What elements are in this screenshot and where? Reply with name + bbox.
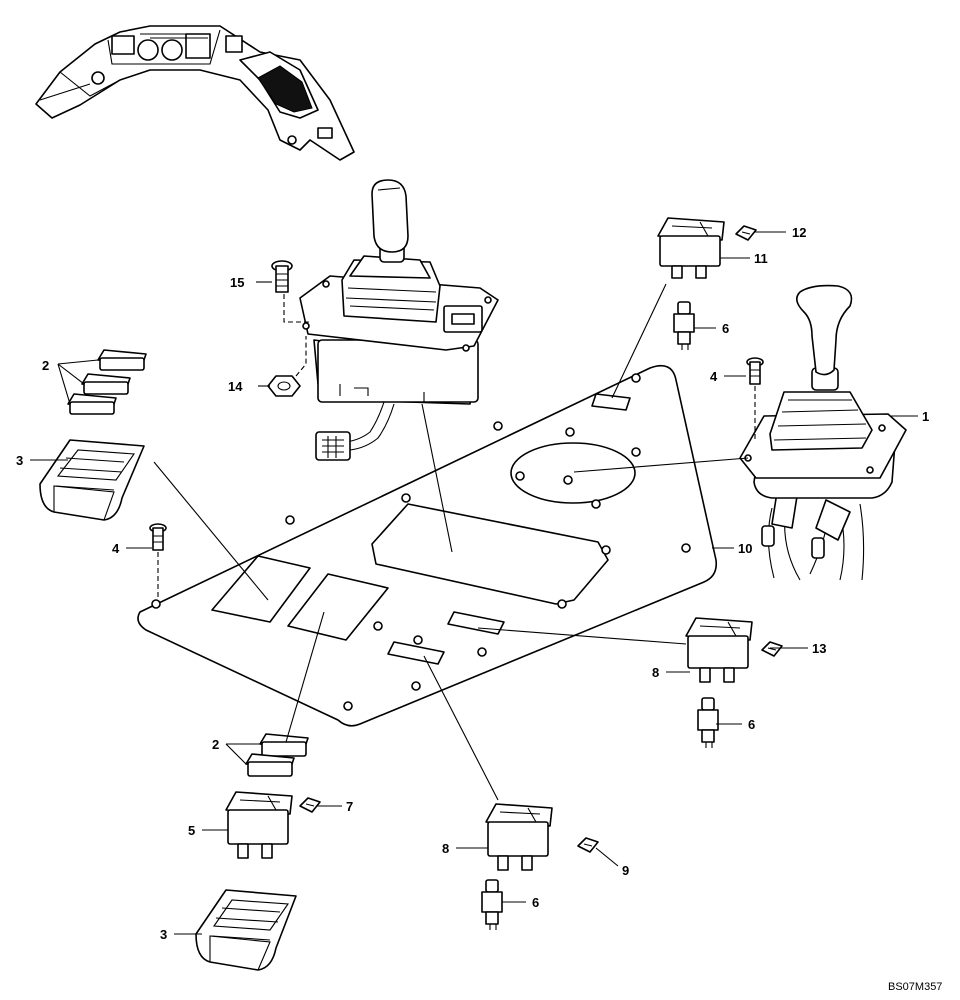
plate-holes bbox=[151, 373, 691, 711]
screw-4-right bbox=[746, 357, 764, 385]
terminal-6-bottom bbox=[481, 879, 503, 930]
callout-12: 12 bbox=[792, 225, 806, 240]
switch-lenses-2-upper bbox=[67, 349, 147, 415]
cab-dashboard-locator bbox=[35, 25, 355, 161]
callout-numbers: 1 2 3 4 4 5 6 6 6 7 8 8 9 10 11 12 13 14… bbox=[16, 225, 929, 942]
clip-13 bbox=[761, 641, 783, 657]
callout-3-upper: 3 bbox=[16, 453, 23, 468]
bolt-15 bbox=[271, 260, 293, 293]
callout-8-right: 8 bbox=[652, 665, 659, 680]
clip-9 bbox=[577, 837, 599, 853]
rocker-switch-5 bbox=[225, 791, 293, 859]
rocker-switch-8-right bbox=[685, 617, 753, 683]
callout-2-lower: 2 bbox=[212, 737, 219, 752]
switch-housing-3-lower bbox=[195, 889, 297, 971]
callout-9: 9 bbox=[622, 863, 629, 878]
callout-7: 7 bbox=[346, 799, 353, 814]
mounting-plate bbox=[137, 364, 718, 727]
callout-15: 15 bbox=[230, 275, 244, 290]
callout-1: 1 bbox=[922, 409, 929, 424]
callout-4-right: 4 bbox=[710, 369, 718, 384]
rocker-switch-8-bottom bbox=[485, 803, 553, 871]
clip-7 bbox=[299, 797, 321, 813]
terminal-6-upper bbox=[673, 301, 695, 350]
callout-2-upper: 2 bbox=[42, 358, 49, 373]
switch-housing-3-upper bbox=[39, 439, 145, 521]
callout-5: 5 bbox=[188, 823, 195, 838]
diagram-code: BS07M357 bbox=[888, 981, 942, 993]
nut-14-path bbox=[295, 336, 307, 377]
callout-10: 10 bbox=[738, 541, 752, 556]
switch-lenses-2-lower bbox=[245, 733, 309, 777]
joystick-right bbox=[739, 284, 907, 581]
callout-4-left: 4 bbox=[112, 541, 120, 556]
nut-14 bbox=[267, 375, 301, 397]
callout-leaders bbox=[30, 231, 918, 935]
callout-3-lower: 3 bbox=[160, 927, 167, 942]
callout-11: 11 bbox=[754, 251, 768, 266]
callout-6-upper: 6 bbox=[722, 321, 729, 336]
callout-6-bottom: 6 bbox=[532, 895, 539, 910]
joystick-center bbox=[299, 179, 499, 461]
assembly-leaders bbox=[153, 283, 749, 801]
rocker-switch-11 bbox=[657, 217, 725, 279]
screw-4-left bbox=[149, 523, 167, 551]
callout-8-bottom: 8 bbox=[442, 841, 449, 856]
bolt-15-path bbox=[283, 294, 312, 323]
callout-14: 14 bbox=[228, 379, 243, 394]
clip-12 bbox=[735, 225, 757, 241]
callout-13: 13 bbox=[812, 641, 826, 656]
terminal-6-right bbox=[697, 697, 719, 748]
callout-6-right: 6 bbox=[748, 717, 755, 732]
